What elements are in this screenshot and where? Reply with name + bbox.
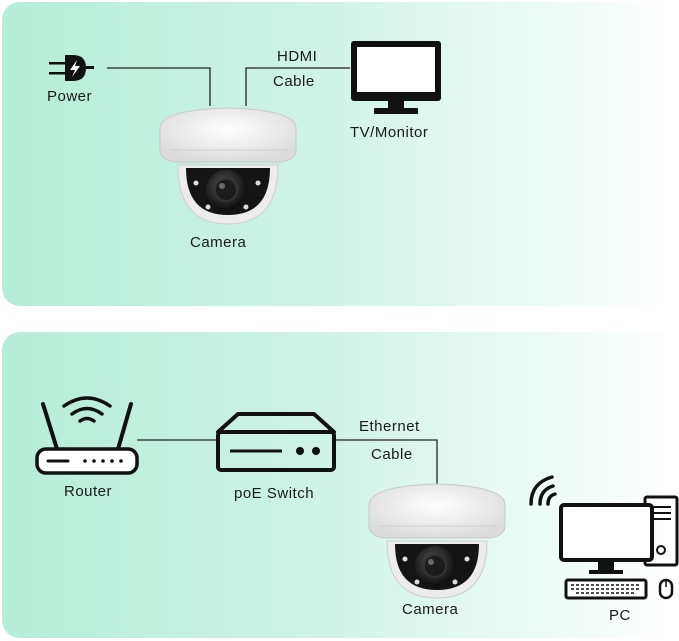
dome-camera-icon — [159, 107, 297, 225]
wifi-signal-icon — [529, 475, 557, 506]
tv-monitor-icon — [351, 41, 441, 114]
poe-switch-label: poE Switch — [234, 485, 315, 502]
hdmi-label: HDMI — [277, 48, 318, 65]
ethernet-cable-label: Cable — [371, 446, 413, 463]
pc-label: PC — [609, 607, 631, 624]
pc-icon — [529, 475, 679, 600]
camera-label: Camera — [190, 234, 247, 251]
hdmi-cable-label: Cable — [273, 73, 315, 90]
hdmi-cable — [245, 67, 350, 106]
power-cable — [107, 67, 211, 106]
ethernet-cable — [333, 439, 438, 484]
wired-hdmi-setup-panel — [2, 2, 677, 306]
poe-switch-icon — [216, 412, 336, 472]
tv-monitor-label: TV/Monitor — [350, 124, 429, 141]
camera-label: Camera — [402, 601, 459, 618]
ethernet-label: Ethernet — [359, 418, 420, 435]
router-label: Router — [64, 483, 113, 500]
router-icon — [35, 396, 139, 475]
power-plug-icon — [49, 55, 94, 81]
dome-camera-icon — [368, 483, 506, 599]
power-label: Power — [47, 88, 93, 105]
